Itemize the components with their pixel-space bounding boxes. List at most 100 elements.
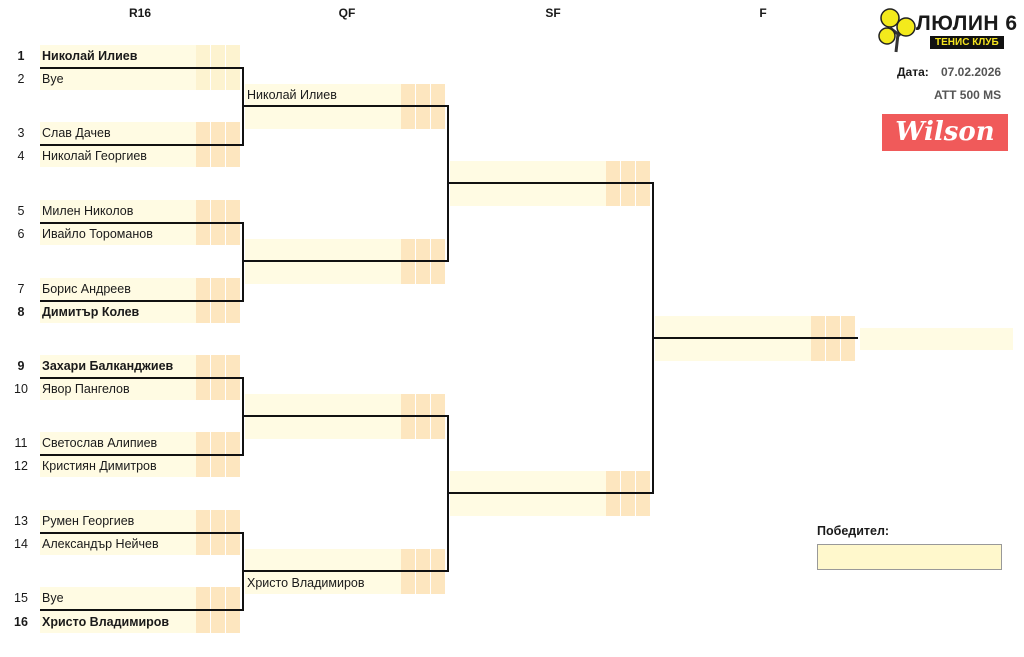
- score-cell[interactable]: [416, 84, 431, 106]
- score-cell[interactable]: [211, 432, 226, 454]
- player-name[interactable]: Николай Илиев: [40, 45, 196, 67]
- score-cell[interactable]: [211, 145, 226, 167]
- score-cell[interactable]: [196, 455, 211, 477]
- player-name[interactable]: [245, 239, 401, 261]
- score-cell[interactable]: [416, 239, 431, 261]
- player-name[interactable]: [655, 316, 811, 338]
- score-cell[interactable]: [606, 161, 621, 183]
- score-cell[interactable]: [226, 122, 241, 144]
- player-name[interactable]: Николай Георгиев: [40, 145, 196, 167]
- player-name[interactable]: [450, 161, 606, 183]
- score-cell[interactable]: [226, 68, 241, 90]
- score-cell[interactable]: [416, 262, 431, 284]
- player-name[interactable]: Милен Николов: [40, 200, 196, 222]
- score-cell[interactable]: [401, 262, 416, 284]
- score-cell[interactable]: [196, 533, 211, 555]
- score-cell[interactable]: [226, 223, 241, 245]
- score-cell[interactable]: [841, 316, 856, 338]
- score-cell[interactable]: [196, 301, 211, 323]
- player-name[interactable]: Захари Балканджиев: [40, 355, 196, 377]
- score-cell[interactable]: [211, 223, 226, 245]
- score-cell[interactable]: [211, 278, 226, 300]
- score-cell[interactable]: [416, 107, 431, 129]
- player-name[interactable]: Александър Нейчев: [40, 533, 196, 555]
- score-cell[interactable]: [196, 611, 211, 633]
- player-name[interactable]: Светослав Алипиев: [40, 432, 196, 454]
- score-cell[interactable]: [811, 316, 826, 338]
- score-cell[interactable]: [211, 301, 226, 323]
- score-cell[interactable]: [401, 394, 416, 416]
- score-cell[interactable]: [196, 223, 211, 245]
- score-cell[interactable]: [211, 45, 226, 67]
- player-name[interactable]: [450, 471, 606, 493]
- player-name[interactable]: [245, 549, 401, 571]
- player-name[interactable]: [245, 417, 401, 439]
- score-cell[interactable]: [226, 510, 241, 532]
- score-cell[interactable]: [211, 68, 226, 90]
- score-cell[interactable]: [621, 471, 636, 493]
- player-name[interactable]: Христо Владимиров: [245, 572, 401, 594]
- player-name[interactable]: Кристиян Димитров: [40, 455, 196, 477]
- score-cell[interactable]: [431, 107, 446, 129]
- score-cell[interactable]: [196, 510, 211, 532]
- score-cell[interactable]: [826, 339, 841, 361]
- player-name[interactable]: [450, 494, 606, 516]
- score-cell[interactable]: [196, 122, 211, 144]
- score-cell[interactable]: [416, 572, 431, 594]
- score-cell[interactable]: [211, 533, 226, 555]
- score-cell[interactable]: [826, 316, 841, 338]
- player-name[interactable]: [245, 394, 401, 416]
- score-cell[interactable]: [401, 572, 416, 594]
- player-name[interactable]: Румен Георгиев: [40, 510, 196, 532]
- score-cell[interactable]: [841, 339, 856, 361]
- score-cell[interactable]: [226, 301, 241, 323]
- score-cell[interactable]: [211, 200, 226, 222]
- score-cell[interactable]: [431, 549, 446, 571]
- score-cell[interactable]: [196, 145, 211, 167]
- score-cell[interactable]: [401, 417, 416, 439]
- score-cell[interactable]: [211, 455, 226, 477]
- player-name[interactable]: [450, 184, 606, 206]
- score-cell[interactable]: [811, 339, 826, 361]
- score-cell[interactable]: [196, 355, 211, 377]
- score-cell[interactable]: [211, 611, 226, 633]
- score-cell[interactable]: [196, 45, 211, 67]
- player-name[interactable]: Слав Дачев: [40, 122, 196, 144]
- score-cell[interactable]: [621, 184, 636, 206]
- score-cell[interactable]: [606, 184, 621, 206]
- score-cell[interactable]: [211, 122, 226, 144]
- player-name[interactable]: Bye: [40, 68, 196, 90]
- score-cell[interactable]: [211, 510, 226, 532]
- score-cell[interactable]: [226, 455, 241, 477]
- score-cell[interactable]: [196, 68, 211, 90]
- score-cell[interactable]: [196, 587, 211, 609]
- score-cell[interactable]: [431, 572, 446, 594]
- score-cell[interactable]: [211, 355, 226, 377]
- score-cell[interactable]: [431, 262, 446, 284]
- score-cell[interactable]: [226, 200, 241, 222]
- score-cell[interactable]: [636, 471, 651, 493]
- score-cell[interactable]: [606, 494, 621, 516]
- score-cell[interactable]: [431, 394, 446, 416]
- winner-field[interactable]: [817, 544, 1002, 570]
- player-name[interactable]: [655, 339, 811, 361]
- score-cell[interactable]: [636, 161, 651, 183]
- score-cell[interactable]: [196, 200, 211, 222]
- score-cell[interactable]: [401, 549, 416, 571]
- score-cell[interactable]: [636, 494, 651, 516]
- player-name[interactable]: Bye: [40, 587, 196, 609]
- score-cell[interactable]: [401, 84, 416, 106]
- player-name[interactable]: Христо Владимиров: [40, 611, 196, 633]
- score-cell[interactable]: [431, 417, 446, 439]
- player-name[interactable]: Николай Илиев: [245, 84, 401, 106]
- score-cell[interactable]: [226, 587, 241, 609]
- score-cell[interactable]: [416, 394, 431, 416]
- score-cell[interactable]: [211, 587, 226, 609]
- score-cell[interactable]: [196, 278, 211, 300]
- score-cell[interactable]: [226, 355, 241, 377]
- score-cell[interactable]: [226, 278, 241, 300]
- player-name[interactable]: Явор Пангелов: [40, 378, 196, 400]
- score-cell[interactable]: [401, 239, 416, 261]
- score-cell[interactable]: [416, 549, 431, 571]
- score-cell[interactable]: [431, 84, 446, 106]
